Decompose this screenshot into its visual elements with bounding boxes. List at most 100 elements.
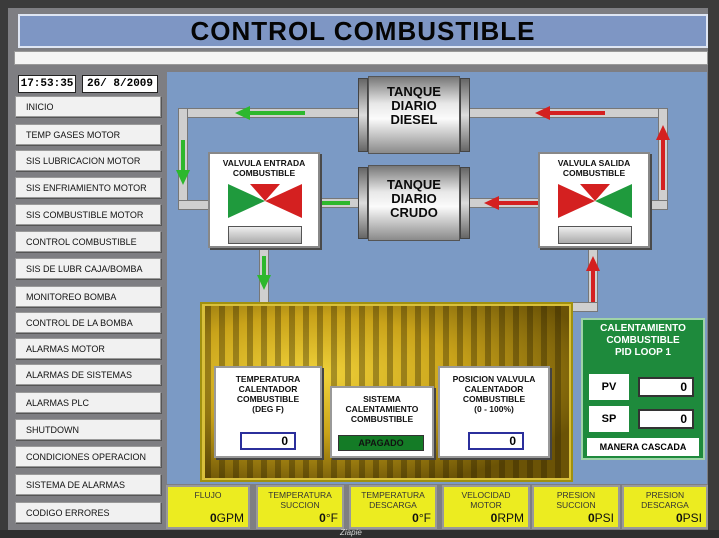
meter-velocidad-motor-line2: MOTOR xyxy=(470,500,502,510)
meter-velocidad-motor-label: VELOCIDAD MOTOR xyxy=(444,490,528,510)
heating-system-line1: SISTEMA xyxy=(363,394,401,404)
meter-presion-succion-value: 0 xyxy=(587,511,595,525)
diesel-tank-cap-left xyxy=(358,78,368,152)
temperature-heater-title: TEMPERATURA CALENTADOR COMBUSTIBLE (DEG … xyxy=(216,374,320,414)
temperature-heater-value: 0 xyxy=(240,432,296,450)
diesel-tank-label-line3: DIESEL xyxy=(390,112,438,127)
nav-monitoreo-bomba[interactable]: MONITOREO BOMBA xyxy=(15,286,161,307)
diesel-tank-label-line2: DIARIO xyxy=(391,98,437,113)
nav-control-de-la-bomba[interactable]: CONTROL DE LA BOMBA xyxy=(15,312,161,333)
meter-temperatura-descarga-reading: 0°F xyxy=(412,511,431,525)
clock-time: 17:53:35 xyxy=(18,75,76,93)
pid-title: CALENTAMIENTO COMBUSTIBLE PID LOOP 1 xyxy=(583,323,703,359)
nav-sis-enfriamiento-motor[interactable]: SIS ENFRIAMIENTO MOTOR xyxy=(15,177,161,198)
meter-presion-descarga-label: PRESION DESCARGA xyxy=(624,490,706,510)
right-pipe xyxy=(658,108,668,210)
pid-mode[interactable]: MANERA CASCADA xyxy=(587,438,699,456)
meter-presion-succion-reading: 0PSI xyxy=(588,511,614,525)
meter-presion-succion: PRESION SUCCION 0PSI xyxy=(532,485,620,529)
valve-position-line3: COMBUSTIBLE xyxy=(462,394,526,404)
pid-sp-value[interactable]: 0 xyxy=(638,409,694,429)
crudo-tank-label: TANQUE DIARIO CRUDO xyxy=(368,178,460,220)
meter-temperatura-descarga: TEMPERATURA DESCARGA 0°F xyxy=(349,485,437,529)
meter-temperatura-succion-unit: °F xyxy=(325,511,338,525)
nav-sis-lubr-caja-bomba[interactable]: SIS DE LUBR CAJA/BOMBA xyxy=(15,258,161,279)
meter-presion-succion-line1: PRESION xyxy=(556,490,596,500)
valve-entrada-actuator xyxy=(228,226,302,244)
meter-presion-succion-line2: SUCCION xyxy=(556,500,596,510)
nav-inicio[interactable]: INICIO xyxy=(15,96,161,117)
valve-position-value: 0 xyxy=(468,432,524,450)
temperature-heater-line3: COMBUSTIBLE xyxy=(236,394,300,404)
temperature-heater-line4: (DEG F) xyxy=(252,404,284,414)
crudo-tank-cap-right xyxy=(460,167,470,239)
crudo-tank xyxy=(368,165,460,241)
temperature-heater-line2: CALENTADOR xyxy=(238,384,298,394)
nav-shutdown[interactable]: SHUTDOWN xyxy=(15,419,161,440)
nav-temp-gases-motor[interactable]: TEMP GASES MOTOR xyxy=(15,124,161,145)
pid-sp-label: SP xyxy=(589,406,629,432)
engine-feed-pipe xyxy=(259,246,269,306)
meter-presion-succion-unit: PSI xyxy=(594,511,614,525)
heating-system-status-button[interactable]: APAGADO xyxy=(338,435,424,451)
meter-flujo-reading: 0GPM xyxy=(210,511,244,525)
valve-salida-icon xyxy=(558,184,632,218)
heating-system-title: SISTEMA CALENTAMIENTO COMBUSTIBLE xyxy=(332,394,432,424)
diesel-tank xyxy=(368,76,460,154)
nav-condiciones-operacion[interactable]: CONDICIONES OPERACION xyxy=(15,446,161,467)
meter-velocidad-motor-unit: RPM xyxy=(497,511,524,525)
nav-sis-lubricacion-motor[interactable]: SIS LUBRICACION MOTOR xyxy=(15,150,161,171)
valve-salida-actuator xyxy=(558,226,632,244)
valve-position-line2: CALENTADOR xyxy=(464,384,524,394)
pid-pv-value: 0 xyxy=(638,377,694,397)
meter-flujo-line1: FLUJO xyxy=(194,490,222,500)
meter-presion-succion-label: PRESION SUCCION xyxy=(534,490,618,510)
valve-salida-box[interactable]: VALVULA SALIDA COMBUSTIBLE xyxy=(538,152,650,248)
nav-alarmas-plc[interactable]: ALARMAS PLC xyxy=(15,392,161,413)
diesel-tank-label: TANQUE DIARIO DIESEL xyxy=(368,85,460,127)
message-bar xyxy=(14,51,708,65)
nav-codigo-errores[interactable]: CODIGO ERRORES xyxy=(15,502,161,523)
meter-temperatura-succion-line1: TEMPERATURA xyxy=(268,490,332,500)
heating-system-line2: CALENTAMIENTO xyxy=(345,404,419,414)
heating-system-line3: COMBUSTIBLE xyxy=(350,414,414,424)
valve-entrada-title-line2: COMBUSTIBLE xyxy=(232,168,296,178)
valve-position-line4: (0 - 100%) xyxy=(474,404,514,414)
meter-flujo-label: FLUJO xyxy=(168,490,248,500)
meter-flujo-unit: GPM xyxy=(216,511,244,525)
meter-velocidad-motor-line1: VELOCIDAD xyxy=(461,490,511,500)
meter-flujo-value: 0 xyxy=(209,511,217,525)
pid-title-line2: COMBUSTIBLE xyxy=(606,335,680,346)
temperature-heater-box: TEMPERATURA CALENTADOR COMBUSTIBLE (DEG … xyxy=(214,366,322,458)
valve-entrada-title-line1: VALVULA ENTRADA xyxy=(222,158,306,168)
meter-presion-descarga: PRESION DESCARGA 0PSI xyxy=(622,485,708,529)
meter-velocidad-motor-reading: 0RPM xyxy=(491,511,524,525)
meter-temperatura-descarga-label: TEMPERATURA DESCARGA xyxy=(351,490,435,510)
pid-loop-panel: CALENTAMIENTO COMBUSTIBLE PID LOOP 1 PV … xyxy=(581,318,705,460)
meter-temperatura-descarga-value: 0 xyxy=(412,511,419,525)
valve-salida-title-line1: VALVULA SALIDA xyxy=(557,158,631,168)
valve-entrada-icon xyxy=(228,184,302,218)
crudo-tank-label-line1: TANQUE xyxy=(387,177,441,192)
title-bar: CONTROL COMBUSTIBLE xyxy=(18,14,708,48)
valve-salida-title: VALVULA SALIDA COMBUSTIBLE xyxy=(540,158,648,178)
meter-presion-descarga-value: 0 xyxy=(675,511,683,525)
valve-position-line1: POSICION VALVULA xyxy=(452,374,536,384)
page-title: CONTROL COMBUSTIBLE xyxy=(190,15,536,46)
meter-velocidad-motor-value: 0 xyxy=(490,511,498,525)
valve-position-box: POSICION VALVULA CALENTADOR COMBUSTIBLE … xyxy=(438,366,550,458)
nav-alarmas-motor[interactable]: ALARMAS MOTOR xyxy=(15,338,161,359)
meter-temperatura-descarga-line1: TEMPERATURA xyxy=(361,490,425,500)
diesel-tank-label-line1: TANQUE xyxy=(387,84,441,99)
pid-pv-label: PV xyxy=(589,374,629,400)
nav-sistema-de-alarmas[interactable]: SISTEMA DE ALARMAS xyxy=(15,474,161,495)
nav-alarmas-de-sistemas[interactable]: ALARMAS DE SISTEMAS xyxy=(15,364,161,385)
pid-title-line1: CALENTAMIENTO xyxy=(600,323,686,334)
meter-temperatura-descarga-line2: DESCARGA xyxy=(369,500,417,510)
nav-sis-combustible-motor[interactable]: SIS COMBUSTIBLE MOTOR xyxy=(15,204,161,225)
nav-control-combustible[interactable]: CONTROL COMBUSTIBLE xyxy=(15,231,161,252)
valve-position-title: POSICION VALVULA CALENTADOR COMBUSTIBLE … xyxy=(440,374,548,414)
left-pipe xyxy=(178,108,188,210)
meter-temperatura-succion-line2: SUCCION xyxy=(280,500,320,510)
valve-entrada-box[interactable]: VALVULA ENTRADA COMBUSTIBLE xyxy=(208,152,320,248)
